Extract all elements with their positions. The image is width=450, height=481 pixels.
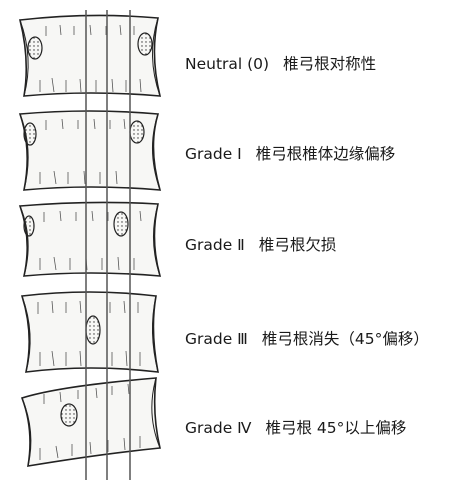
pedicle-left [23,215,35,237]
pedicle-right [113,211,129,237]
pedicle-center [60,403,78,427]
pedicle-center [85,315,101,345]
pedicle-right [129,120,145,144]
pedicle-right [137,32,153,56]
vertebra-grade-1 [18,110,162,191]
vertebra-grade-3 [20,291,159,373]
pedicle-left [27,36,43,60]
vertebra-grade-4 [20,377,161,467]
vertebra-grade-2 [18,201,162,277]
vertebra-neutral [19,14,162,97]
pedicle-left [23,122,37,146]
